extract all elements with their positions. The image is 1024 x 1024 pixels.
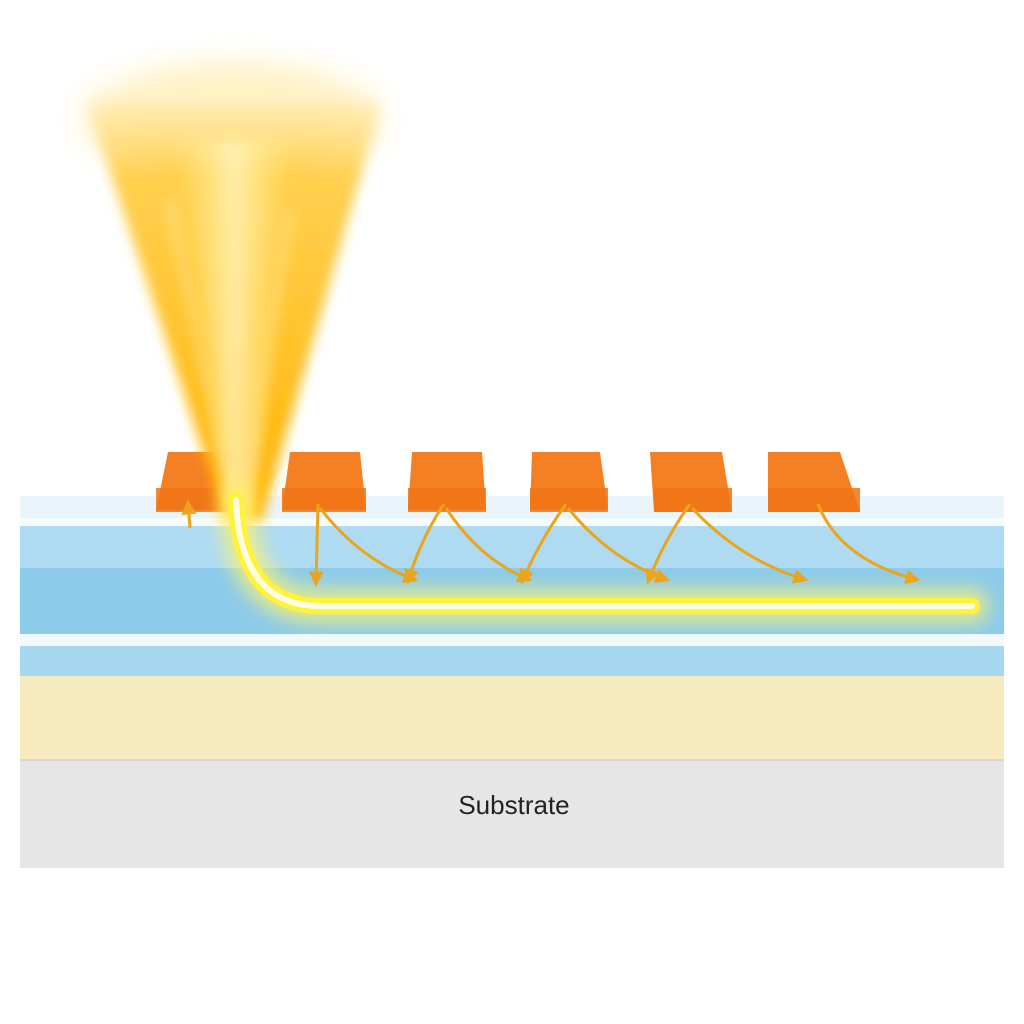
grating-tooth-2-front [282,488,366,512]
scatter-arrow-1 [181,499,197,529]
scatter-arrows [181,499,921,587]
buffer-layer [20,676,1004,760]
guided-light [219,483,989,623]
light-cone-streak-left [168,199,232,501]
substrate-layer [20,760,1004,868]
substrate-label: Substrate [458,790,569,820]
grating-teeth [156,452,860,512]
layer-separator [20,634,1004,646]
scatter-arrow-2b [318,507,419,583]
light-cone-streak-right [246,209,292,501]
incident-light-beam [82,62,382,520]
scatter-arrow-5a [645,503,692,585]
scatter-arrow-3b [444,507,533,583]
scatter-arrow-3a [404,503,446,585]
light-cone-core [178,140,290,520]
scatter-arrow-4a [520,503,568,585]
layer-stack: Substrate [20,496,1004,868]
grating-tooth-6-front [768,488,860,512]
guided-light-core [233,497,975,609]
scatter-arrow-5b [690,506,809,584]
top-cladding-edge [20,518,1004,526]
scatter-arrow-6 [816,503,921,585]
waveguide-upper-layer [20,526,1004,570]
waveguide-lower-layer [20,646,1004,676]
scatter-arrow-2a [308,503,324,587]
